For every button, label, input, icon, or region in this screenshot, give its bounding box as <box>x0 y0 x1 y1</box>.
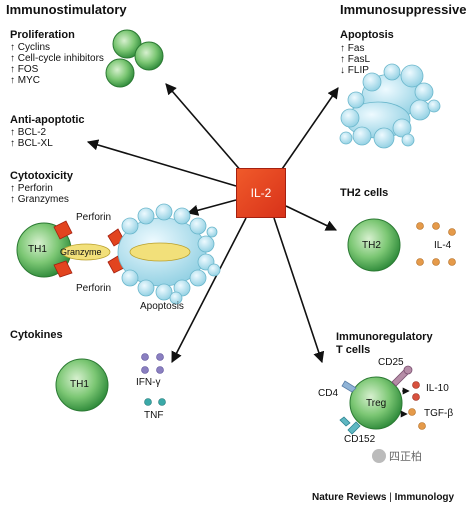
th2-cell-label: TH2 <box>362 240 381 251</box>
il2-center-box: IL-2 <box>236 168 286 218</box>
cytokines-title: Cytokines <box>10 329 63 341</box>
proliferation-item: ↑ Cyclins <box>10 42 51 53</box>
cytotoxicity-item: ↑ Perforin <box>10 183 53 194</box>
cytotoxic-th1-label: TH1 <box>28 244 47 255</box>
proliferation-item: ↑ Cell-cycle inhibitors <box>10 53 104 64</box>
treg-cell-label: Treg <box>366 398 387 409</box>
proliferation-item: ↑ MYC <box>10 75 40 86</box>
il10-label: IL-10 <box>426 383 449 394</box>
perforin-shapes <box>53 220 125 278</box>
apoptosis-right-item: ↑ Fas <box>340 43 365 54</box>
cd25-receptor <box>391 365 413 387</box>
anti-apoptotic-item: ↑ BCL-XL <box>10 138 53 149</box>
arrows <box>86 83 339 364</box>
watermark-icon <box>372 449 386 463</box>
journal-credit: Nature Reviews | Immunology <box>312 492 454 504</box>
arrow-cytotoxicity <box>186 199 237 216</box>
watermark-text: 四正柏 <box>389 451 422 463</box>
watermark: 四正柏 <box>372 448 422 464</box>
il2-label: IL-2 <box>250 186 272 200</box>
ifn-molecules <box>141 353 164 374</box>
cd152-receptor <box>339 416 361 435</box>
granzyme-capsule <box>129 242 191 262</box>
perforin-top-label: Perforin <box>76 212 112 223</box>
apoptosis-left-label: Apoptosis <box>140 301 184 312</box>
credit-separator: | <box>389 492 392 503</box>
proliferation-item: ↑ FOS <box>10 64 39 75</box>
il4-molecules <box>416 222 456 266</box>
arrow-apoptosis-right <box>279 87 339 173</box>
treg-cell <box>349 376 403 430</box>
proliferating-cells <box>105 29 164 88</box>
anti-apoptotic-item: ↑ BCL-2 <box>10 127 47 138</box>
molecule-arrows <box>400 387 410 418</box>
arrow-cytokines <box>171 217 247 363</box>
arrow-anti-apoptotic <box>86 139 237 187</box>
immunosuppressive-heading: Immunosuppressive <box>340 2 467 17</box>
treg-title-line2: T cells <box>336 344 371 356</box>
tgfb-label: TGF-β <box>424 408 454 419</box>
perforin-bottom-label: Perforin <box>76 283 112 294</box>
journal-section: Immunology <box>394 492 455 503</box>
cd4-receptor <box>341 380 357 393</box>
apoptosis-right-title: Apoptosis <box>340 29 394 41</box>
cd25-label: CD25 <box>378 357 404 368</box>
cd4-label: CD4 <box>318 388 339 399</box>
apoptosis-right-item: ↑ FasL <box>340 54 371 65</box>
proliferation-title: Proliferation <box>10 29 75 41</box>
arrow-proliferation <box>165 83 243 173</box>
il4-label: IL-4 <box>434 240 452 251</box>
cytotoxicity-list: ↑ Perforin ↑ Granzymes <box>10 183 69 205</box>
cytotoxicity-title: Cytotoxicity <box>10 170 73 182</box>
il10-molecules <box>412 381 420 401</box>
granzyme-label: Granzyme <box>60 247 102 257</box>
cytokine-th1-cell <box>55 358 109 412</box>
apoptosis-right-item: ↓ FLIP <box>340 65 369 76</box>
cd152-label: CD152 <box>344 434 376 445</box>
th2-cell <box>347 218 401 272</box>
journal-name: Nature Reviews <box>312 492 387 503</box>
treg-title-line1: Immunoregulatory <box>336 331 433 343</box>
tnf-molecules <box>144 398 166 406</box>
cytotoxicity-item: ↑ Granzymes <box>10 194 69 205</box>
granzyme-label-capsule <box>61 243 111 261</box>
tgfb-molecules <box>408 408 426 430</box>
anti-apoptotic-list: ↑ BCL-2 ↑ BCL-XL <box>10 127 53 149</box>
proliferation-list: ↑ Cyclins ↑ Cell-cycle inhibitors ↑ FOS … <box>10 42 104 86</box>
apoptosis-right-list: ↑ Fas ↑ FasL ↓ FLIP <box>340 43 370 76</box>
th2-title: TH2 cells <box>340 187 389 199</box>
apoptotic-cluster-right <box>339 63 441 149</box>
arrow-treg <box>273 217 325 364</box>
cytokine-th1-label: TH1 <box>70 379 89 390</box>
immunostimulatory-heading: Immunostimulatory <box>6 2 127 17</box>
anti-apoptotic-title: Anti-apoptotic <box>10 114 85 126</box>
tnf-label: TNF <box>144 410 164 421</box>
arrow-th2 <box>285 205 338 231</box>
ifn-gamma-label: IFN-γ <box>136 377 161 388</box>
